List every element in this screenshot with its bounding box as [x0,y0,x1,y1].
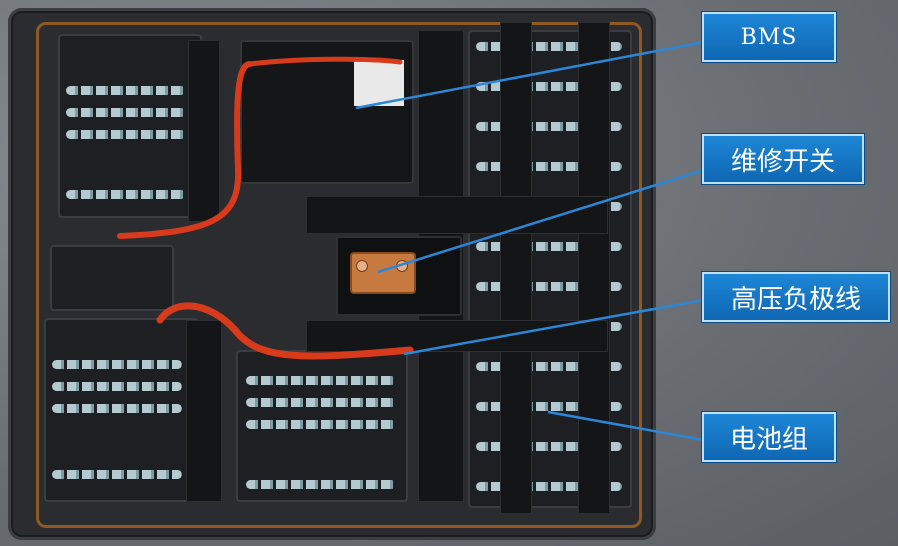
vertical-bar [188,40,220,222]
switch-bolt [356,260,368,272]
bms-sticker [354,60,404,106]
cell-row [476,282,622,291]
cell-row [476,42,622,51]
callout-hv-negative-cable-label: 高压负极线 [730,284,861,315]
callout-maintenance-switch: 维修开关 [702,134,864,184]
hv-negative-cable-path [156,302,414,360]
tray-rim [36,22,642,528]
cell-row [476,482,622,491]
cell-row [246,480,396,489]
cell-row [476,442,622,451]
cell-row [52,470,182,479]
hold-down-strap [500,22,532,514]
callout-bms-label: BMS [740,24,798,50]
module-top-left [58,34,202,218]
cell-row [66,130,186,139]
cell-row [476,362,622,371]
cell-row [66,108,186,117]
hold-down-strap [578,22,610,514]
callout-battery-pack: 电池组 [702,412,836,462]
vertical-bar [186,320,222,502]
callout-maintenance-switch-label: 维修开关 [730,146,835,177]
cell-row [476,162,622,171]
maintenance-switch-handle [350,252,416,294]
cell-row [52,404,182,413]
callout-bms: BMS [702,12,836,62]
orange-cable [247,56,403,67]
cell-row [246,420,396,429]
module-mid-left [50,245,174,311]
cell-row [476,82,622,91]
cell-row [52,382,182,391]
cell-row [246,376,396,385]
cell-row [66,86,186,95]
cell-row [66,190,186,199]
cell-row [52,360,182,369]
leader-line-pack [547,410,705,442]
callout-battery-pack-label: 电池组 [729,424,808,455]
orange-cable [117,61,253,239]
leader-line-negative [403,298,705,356]
leader-line-bms [355,40,705,110]
cell-row [476,122,622,131]
callout-hv-negative-cable: 高压负极线 [702,272,890,322]
leader-line-switch [377,168,705,274]
cell-row [476,402,622,411]
cell-row [476,242,622,251]
cell-row [246,398,396,407]
